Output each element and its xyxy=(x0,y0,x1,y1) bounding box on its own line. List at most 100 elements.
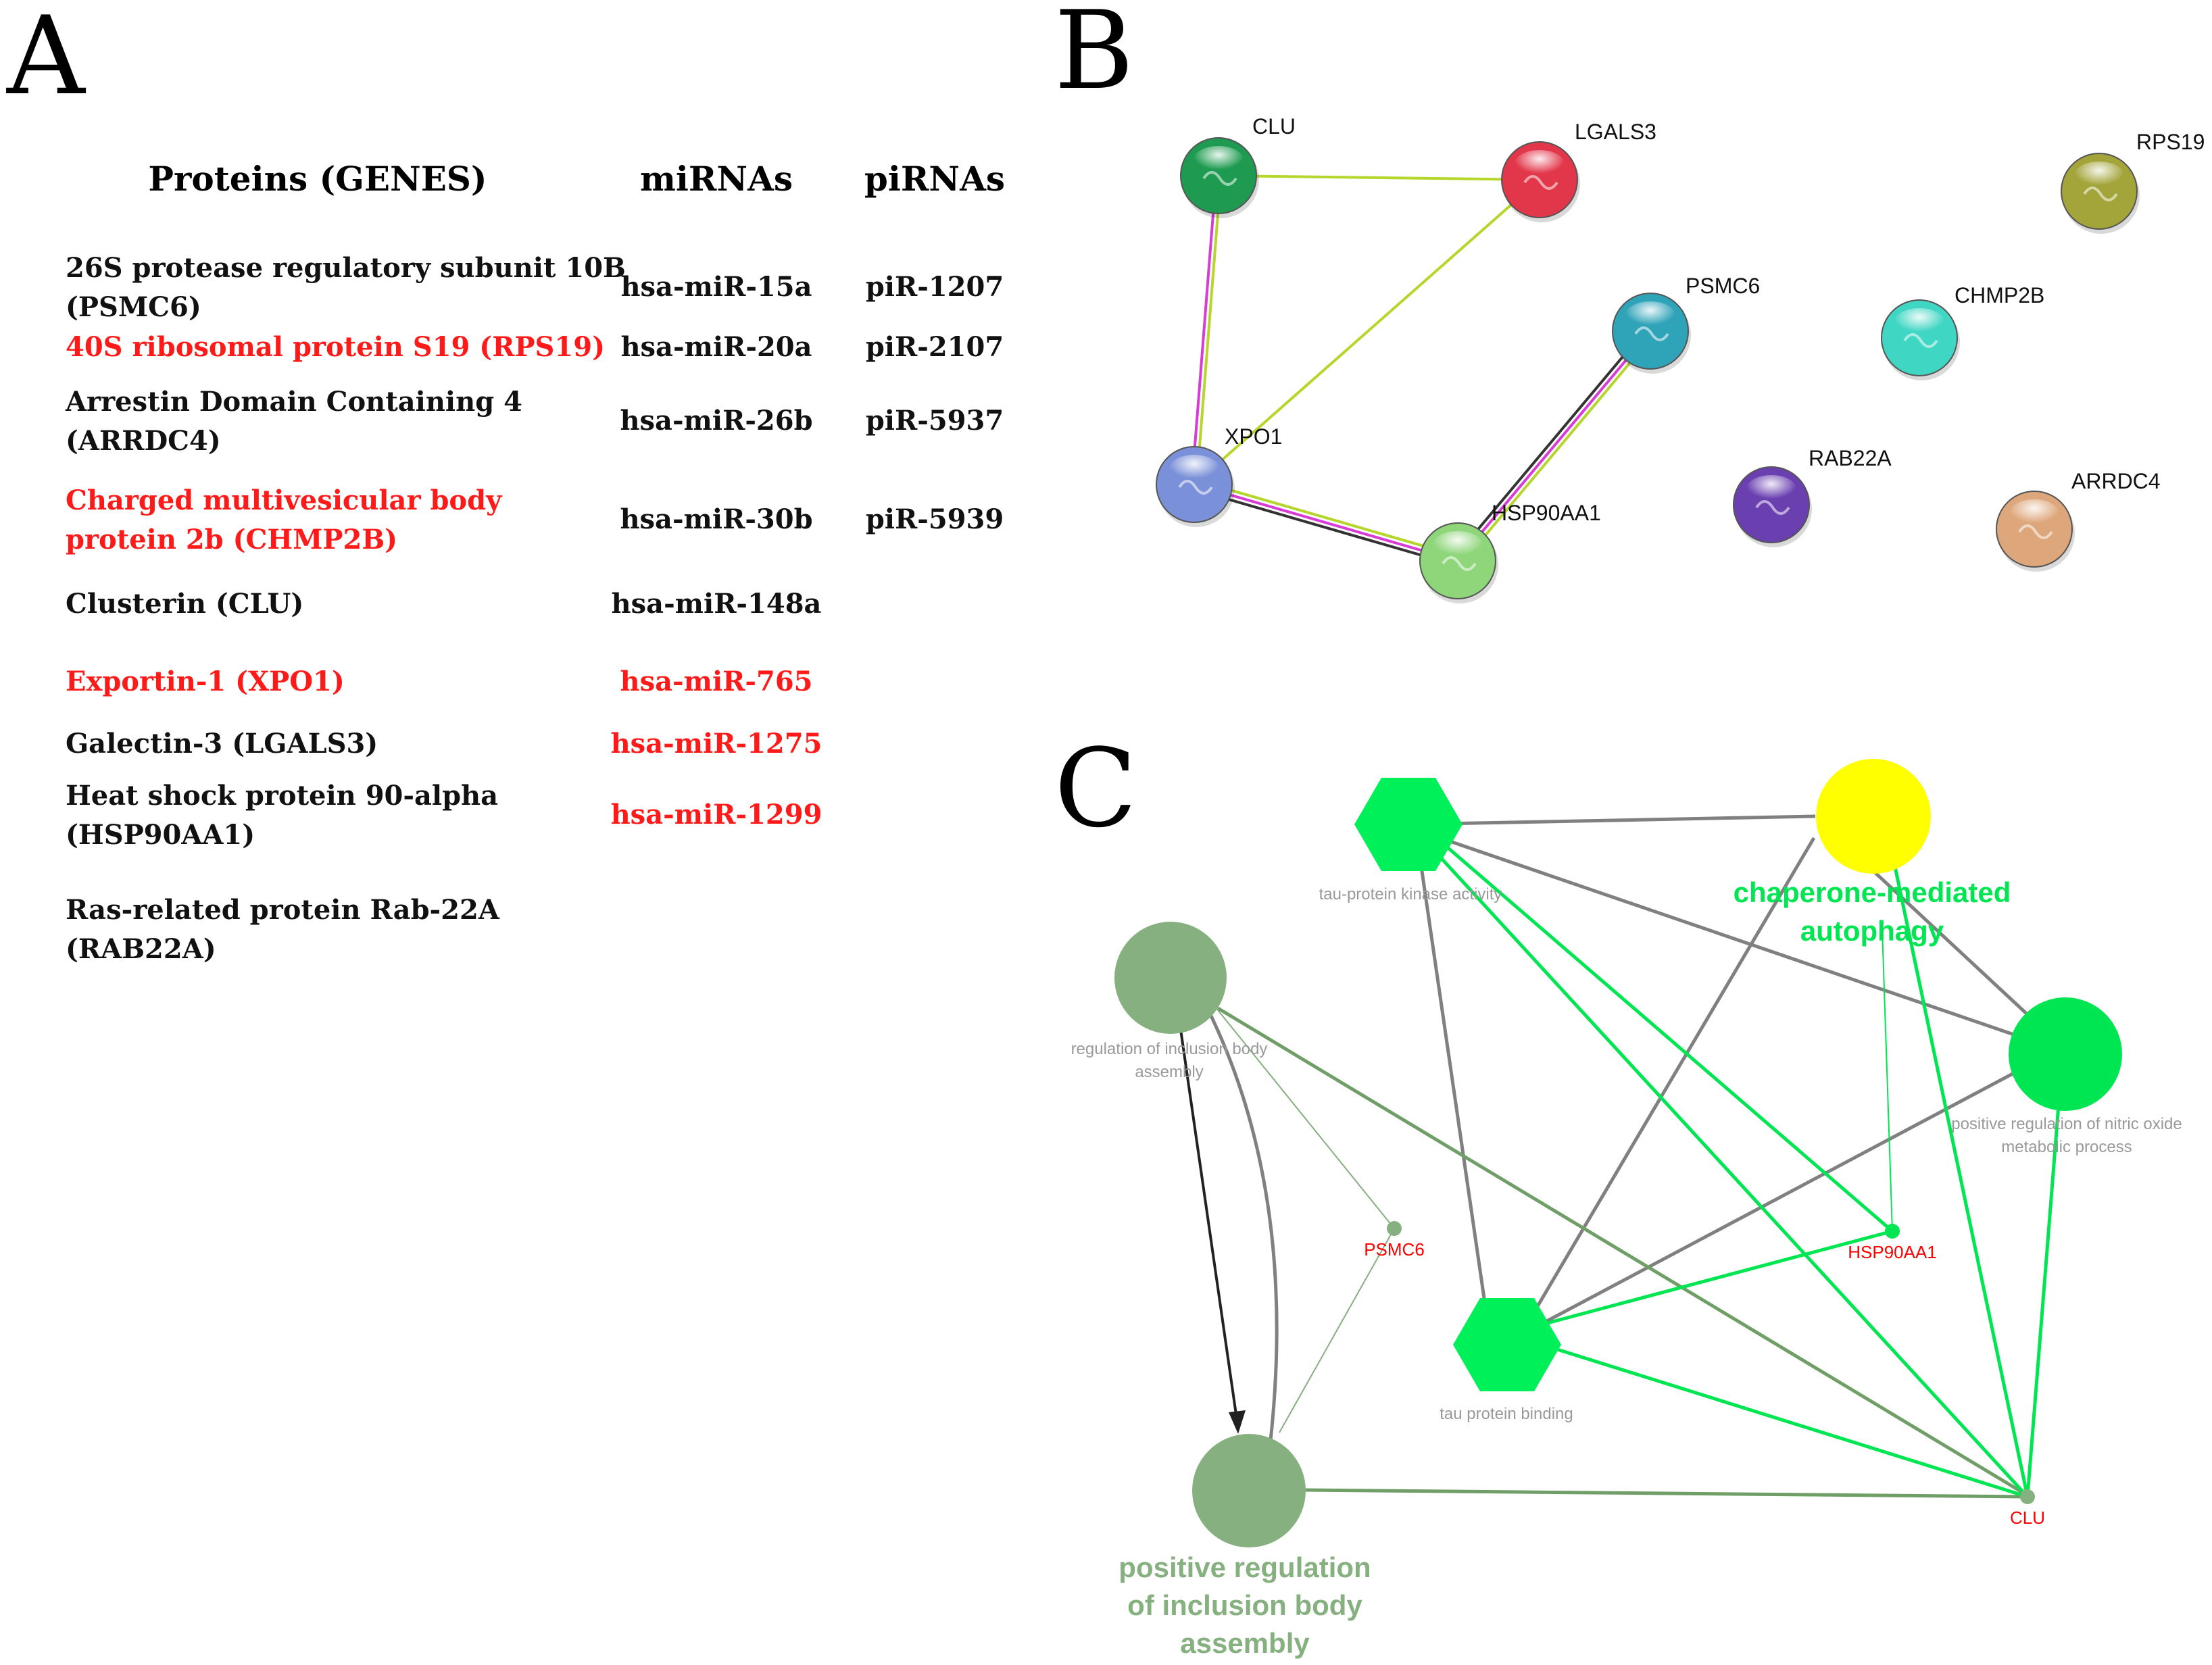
string-node-label: RPS19 xyxy=(2136,130,2205,154)
protein-cell-line: 26S protease regulatory subunit 10B xyxy=(66,252,626,284)
header-mirnas: miRNAs xyxy=(640,159,793,199)
protein-cell-line: Charged multivesicular body xyxy=(66,484,503,516)
mirna-cell: hsa-miR-765 xyxy=(620,666,813,697)
edge-taubinding-clu xyxy=(1542,1343,2028,1499)
cluego-labels: tau-protein kinase activity chaperone-me… xyxy=(1071,876,2182,1659)
protein-cell-line: Ras-related protein Rab-22A xyxy=(66,894,500,926)
edge-posno-clu xyxy=(2025,1070,2063,1497)
string-edge-clu-xpo1 xyxy=(1195,176,1223,485)
edge-taukinase-taubinding xyxy=(1417,852,1487,1303)
string-node-psmc6[interactable]: PSMC6 xyxy=(1612,274,1760,374)
string-edge-xpo1-hsp90aa1 xyxy=(1195,478,1460,558)
edge-cma-clu xyxy=(1887,837,2030,1497)
protein-structure-icon xyxy=(1202,171,1237,186)
edge-reginclusion-posinclusion-curve xyxy=(1204,1005,1279,1441)
term-node-pos-no[interactable] xyxy=(2009,997,2122,1111)
edge-psmc6-posinclusion xyxy=(1279,1228,1395,1433)
string-node-arrdc4[interactable]: ARRDC4 xyxy=(1996,469,2161,572)
protein-structure-icon xyxy=(1178,480,1213,495)
edge-taukinase-posno xyxy=(1433,834,2028,1041)
label-gene-psmc6: PSMC6 xyxy=(1364,1239,1425,1260)
string-edge-clu-xpo1 xyxy=(1190,175,1218,484)
string-node-rps19[interactable]: RPS19 xyxy=(2061,130,2205,234)
label-pos-inclusion-line1: positive regulation xyxy=(1119,1551,1371,1583)
term-node-tau-kinase[interactable] xyxy=(1354,778,1463,871)
protein-structure-icon xyxy=(1903,333,1938,348)
label-gene-hsp90aa1: HSP90AA1 xyxy=(1848,1242,1937,1262)
gene-node-clu[interactable] xyxy=(2020,1489,2035,1504)
protein-cell-line: (PSMC6) xyxy=(66,291,201,323)
protein-cell-line: Exportin-1 (XPO1) xyxy=(66,666,345,697)
edge-taubinding-hsp90 xyxy=(1542,1229,1893,1326)
protein-cell-line: Arrestin Domain Containing 4 xyxy=(65,386,522,418)
edge-taukinase-clu xyxy=(1421,837,2029,1498)
string-edge-xpo1-hsp90aa1 xyxy=(1194,483,1458,562)
protein-cell-line: protein 2b (CHMP2B) xyxy=(66,524,397,555)
term-node-reg-inclusion[interactable] xyxy=(1114,922,1227,1034)
label-cma-line1: chaperone-mediated xyxy=(1734,876,2011,908)
string-network-edges xyxy=(1190,174,1655,567)
edge-reginclusion-psmc6 xyxy=(1209,999,1395,1229)
protein-table: 26S protease regulatory subunit 10B (PSMC… xyxy=(65,252,1004,965)
gene-node-psmc6[interactable] xyxy=(1387,1221,1402,1236)
node-gloss xyxy=(1514,150,1565,180)
gene-node-hsp90aa1[interactable] xyxy=(1885,1224,1900,1239)
node-gloss xyxy=(2009,499,2060,529)
string-node-hsp90aa1[interactable]: HSP90AA1 xyxy=(1419,501,1601,603)
label-pos-inclusion-line2: of inclusion body xyxy=(1127,1589,1362,1621)
edge-taukinase-cma xyxy=(1409,814,1816,826)
edge-cma-posno xyxy=(1844,843,2042,1028)
string-edge-lgals3-xpo1 xyxy=(1193,178,1541,486)
header-pirnas: piRNAs xyxy=(864,159,1005,199)
protein-cell-line: Galectin-3 (LGALS3) xyxy=(66,728,378,760)
protein-structure-icon xyxy=(1634,326,1669,341)
pirna-cell: piR-5939 xyxy=(866,503,1004,535)
protein-cell-line: Clusterin (CLU) xyxy=(66,588,303,620)
term-node-tau-binding[interactable] xyxy=(1453,1298,1561,1391)
string-node-lgals3[interactable]: LGALS3 xyxy=(1501,120,1656,222)
mirna-cell: hsa-miR-26b xyxy=(620,405,812,437)
string-node-chmp2b[interactable]: CHMP2B xyxy=(1881,283,2044,380)
string-edge-xpo1-hsp90aa1 xyxy=(1192,487,1457,567)
string-node-label: LGALS3 xyxy=(1575,120,1656,144)
edge-reginclusion-arrow xyxy=(1178,1020,1238,1420)
pirna-cell: piR-1207 xyxy=(866,271,1004,303)
mirna-cell: hsa-miR-30b xyxy=(620,503,812,535)
mirna-cell: hsa-miR-20a xyxy=(620,331,812,363)
term-node-cma[interactable] xyxy=(1816,759,1931,874)
mirna-cell: hsa-miR-148a xyxy=(612,588,822,620)
edge-taukinase-hsp90 xyxy=(1433,835,1894,1233)
node-gloss xyxy=(1625,301,1676,331)
label-tau-binding: tau protein binding xyxy=(1440,1405,1573,1423)
node-gloss xyxy=(1193,146,1244,176)
string-node-clu[interactable]: CLU xyxy=(1180,114,1296,218)
term-node-pos-inclusion[interactable] xyxy=(1192,1434,1306,1547)
edge-posinclusion-clu xyxy=(1304,1488,2028,1499)
edge-cma-taubinding xyxy=(1531,837,1816,1316)
protein-cell-line: 40S ribosomal protein S19 (RPS19) xyxy=(66,331,605,363)
label-pos-inclusion-line3: assembly xyxy=(1180,1627,1310,1659)
label-gene-clu: CLU xyxy=(2010,1508,2045,1528)
label-pos-no-line2: metabolic process xyxy=(2001,1138,2132,1156)
label-tau-kinase: tau-protein kinase activity xyxy=(1319,885,1502,903)
edge-posno-taubinding xyxy=(1533,1066,2025,1330)
label-reg-inclusion-line2: assembly xyxy=(1135,1063,1203,1081)
pirna-cell: piR-5937 xyxy=(866,405,1004,437)
panel-c: C xyxy=(1054,725,2182,1659)
cluego-gene-nodes xyxy=(1387,1221,2035,1504)
protein-cell-line: (RAB22A) xyxy=(66,933,216,965)
string-node-xpo1[interactable]: XPO1 xyxy=(1156,424,1282,527)
label-pos-no-line1: positive regulation of nitric oxide xyxy=(1951,1115,2182,1133)
string-edge-clu-lgals3 xyxy=(1218,174,1540,181)
panel-c-letter: C xyxy=(1054,725,1137,851)
string-node-label: CHMP2B xyxy=(1955,283,2044,307)
string-node-rab22a[interactable]: RAB22A xyxy=(1733,446,1892,547)
string-node-label: RAB22A xyxy=(1809,446,1892,470)
cluego-term-nodes xyxy=(1114,759,2122,1547)
string-node-label: CLU xyxy=(1252,114,1296,139)
label-cma-line2: autophagy xyxy=(1800,915,1944,947)
string-edge-psmc6-hsp90aa1 xyxy=(1456,330,1652,562)
